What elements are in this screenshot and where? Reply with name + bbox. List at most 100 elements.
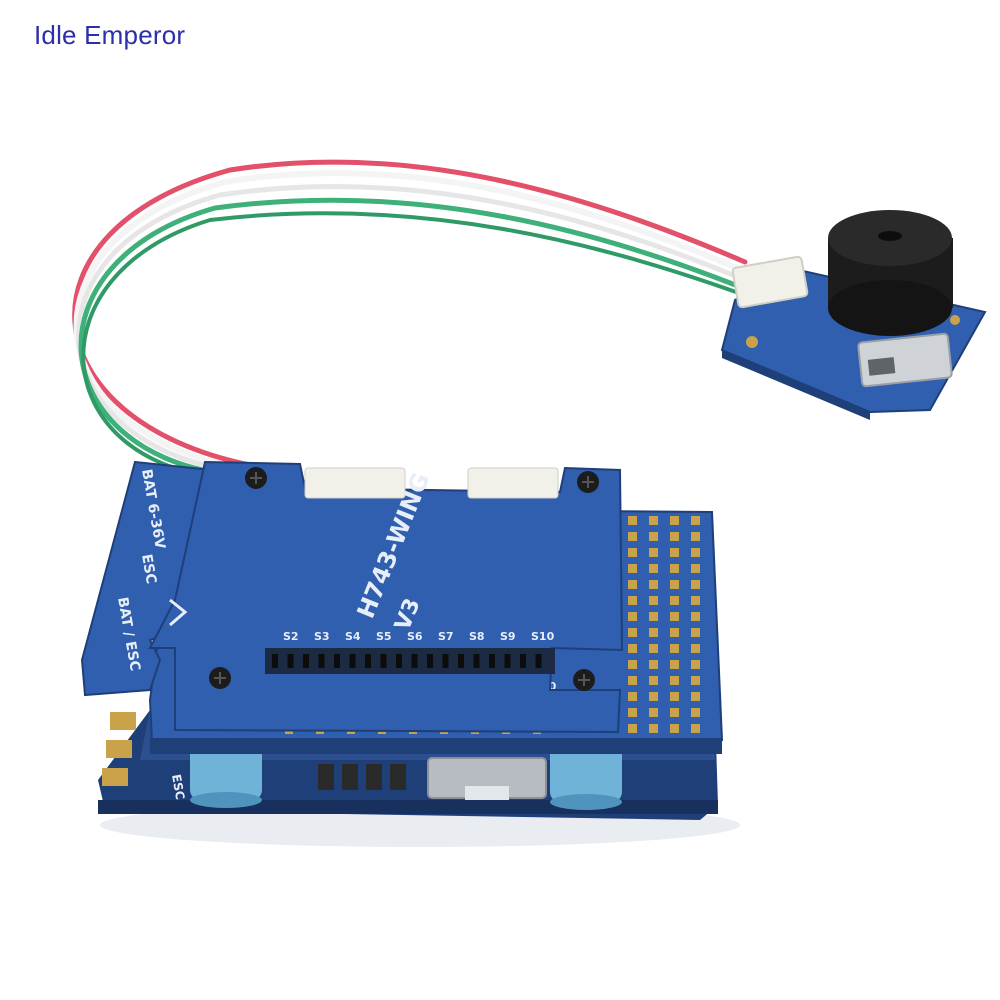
header-pin [442,654,449,668]
solder-pad [670,692,679,701]
servo-label-s4: S4 [345,630,361,643]
top-connector-right [467,467,559,499]
servo-label-s6: S6 [407,630,423,643]
solder-pad [628,708,637,717]
header-pin [396,654,402,668]
solder-pad [649,532,658,541]
solder-pad [691,580,700,589]
solder-pad [691,516,700,525]
solder-pad [628,724,637,733]
header-pin [535,654,542,668]
header-pin [458,654,464,668]
solder-pad [670,564,679,573]
solder-pad [670,548,679,557]
solder-pad [670,628,679,637]
solder-pad [649,708,658,717]
header-pin [365,654,371,668]
wire-red [72,159,748,468]
solder-pad [628,580,637,589]
servo-labels: S2 S3 S4 S5 S6 S7 S8 S9 S10 [283,630,555,643]
solder-pad [670,596,679,605]
servo-label-s3: S3 [314,630,330,643]
header-pin [411,654,418,668]
solder-pad [628,532,637,541]
buzzer-cylinder [828,210,953,336]
solder-pad [691,548,700,557]
solder-pad [628,676,637,685]
arrow-mark-icon [169,598,188,627]
bottom-esc-label: ESC [169,773,187,801]
header-pin [473,654,480,668]
header-pin [303,654,309,668]
header-pin [489,654,495,668]
header-pin [504,654,511,668]
solder-pad [649,596,658,605]
solder-pad [649,516,658,525]
solder-pad [628,612,637,621]
middle-board-edge [150,738,722,754]
servo-label-s5: S5 [376,630,392,643]
solder-pad [628,644,637,653]
cable-bundle [72,159,748,479]
solder-pad [649,580,658,589]
servo-label-s7: S7 [438,630,454,643]
esc-text: ESC [138,553,159,585]
solder-pad [649,724,658,733]
solder-pad [691,724,700,733]
solder-pad [691,564,700,573]
solder-pad [670,580,679,589]
solder-pad [649,612,658,621]
header-pin [380,654,387,668]
wire-green-2 [81,211,738,479]
bottom-board-edge [98,800,718,814]
solder-pad [649,548,658,557]
header-pin [520,654,526,668]
solder-pad [649,644,658,653]
header-pin [272,654,278,668]
servo-label-s10: S10 [531,630,555,643]
wire-green [78,197,741,477]
header-pin [318,654,325,668]
solder-pad [691,676,700,685]
header-pin [334,654,340,668]
wire-white-1 [73,170,745,471]
solder-pad [691,692,700,701]
solder-pad [670,532,679,541]
solder-pad [691,660,700,669]
solder-pad [670,612,679,621]
solder-pad [691,596,700,605]
solder-pad [628,660,637,669]
solder-pad [670,644,679,653]
solder-pad [670,516,679,525]
solder-pad [670,676,679,685]
solder-pad [649,676,658,685]
solder-pad [628,596,637,605]
watermark-text: Idle Emperor [34,20,186,50]
solder-pad [628,628,637,637]
solder-pad [628,548,637,557]
header-pin [287,654,294,668]
solder-pad [649,660,658,669]
right-header-pads [628,516,700,733]
solder-pad [691,628,700,637]
solder-pad [691,644,700,653]
solder-pad [628,564,637,573]
solder-pad [649,628,658,637]
header-pin [427,654,433,668]
solder-pad [691,532,700,541]
solder-pad [649,564,658,573]
solder-pad [628,516,637,525]
buzzer-module [720,210,987,420]
top-connector-left [304,467,406,499]
servo-label-s9: S9 [500,630,516,643]
wire-white-2 [76,184,743,474]
buzzer-connector [731,255,809,309]
solder-pad [670,708,679,717]
servo-label-s8: S8 [469,630,485,643]
solder-pad [649,692,658,701]
solder-pad [670,660,679,669]
solder-pad [691,612,700,621]
servo-label-s2: S2 [283,630,299,643]
